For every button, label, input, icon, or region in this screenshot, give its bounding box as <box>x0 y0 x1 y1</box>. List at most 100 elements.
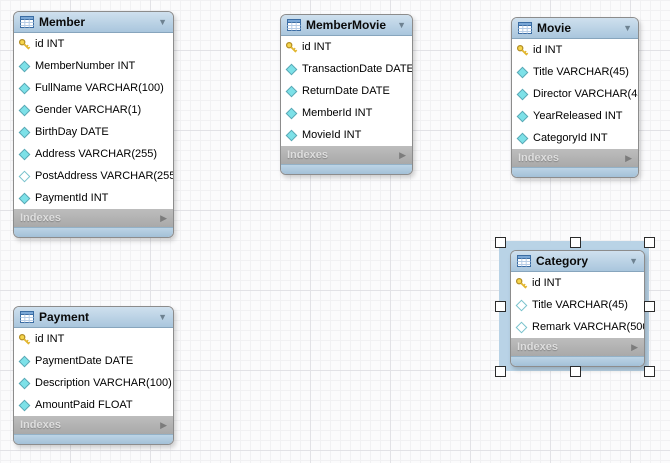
column-text: Description VARCHAR(100) <box>35 377 172 389</box>
selection-handle-bottom-right[interactable] <box>644 366 655 377</box>
diamond-filled-icon <box>18 82 31 95</box>
column-row[interactable]: MemberId INT <box>281 102 412 124</box>
table-membermovie[interactable]: MemberMovie ▼ id INT TransactionDate DAT… <box>280 14 413 175</box>
collapse-arrow-icon[interactable]: ▼ <box>158 311 167 322</box>
selection-handle-bottom-center[interactable] <box>570 366 581 377</box>
table-footer <box>281 164 412 174</box>
column-row[interactable]: id INT <box>281 36 412 58</box>
diamond-filled-icon <box>516 88 529 101</box>
diamond-filled-icon <box>18 104 31 117</box>
column-list: id INT Title VARCHAR(45) Remark VARCHAR(… <box>511 272 644 338</box>
selection-handle-bottom-left[interactable] <box>495 366 506 377</box>
diamond-filled-icon <box>516 110 529 123</box>
column-row[interactable]: MemberNumber INT <box>14 55 173 77</box>
column-row[interactable]: Title VARCHAR(45) <box>511 294 644 316</box>
column-row[interactable]: TransactionDate DATE <box>281 58 412 80</box>
column-text: ReturnDate DATE <box>302 85 390 97</box>
column-row[interactable]: PaymentDate DATE <box>14 350 173 372</box>
column-row[interactable]: Title VARCHAR(45) <box>512 61 638 83</box>
column-text: BirthDay DATE <box>35 126 109 138</box>
key-icon <box>515 277 528 290</box>
column-list: id INT TransactionDate DATE ReturnDate D… <box>281 36 412 146</box>
table-icon <box>20 16 34 28</box>
expand-arrow-icon: ▶ <box>631 341 638 352</box>
indexes-bar[interactable]: Indexes ▶ <box>512 149 638 167</box>
column-row[interactable]: FullName VARCHAR(100) <box>14 77 173 99</box>
column-row[interactable]: CategoryId INT <box>512 127 638 149</box>
column-row[interactable]: Remark VARCHAR(500) <box>511 316 644 338</box>
selection-handle-middle-right[interactable] <box>644 301 655 312</box>
indexes-bar[interactable]: Indexes ▶ <box>511 338 644 356</box>
column-text: MovieId INT <box>302 129 362 141</box>
column-row[interactable]: id INT <box>14 33 173 55</box>
column-row[interactable]: PostAddress VARCHAR(255) <box>14 165 173 187</box>
diamond-filled-icon <box>18 60 31 73</box>
column-text: AmountPaid FLOAT <box>35 399 133 411</box>
column-text: Title VARCHAR(45) <box>532 299 628 311</box>
table-member[interactable]: Member ▼ id INT MemberNumber INT FullNam… <box>13 11 174 238</box>
table-category-header[interactable]: Category ▼ <box>511 251 644 272</box>
column-row[interactable]: BirthDay DATE <box>14 121 173 143</box>
table-footer <box>14 434 173 444</box>
table-movie[interactable]: Movie ▼ id INT Title VARCHAR(45) Directo… <box>511 17 639 178</box>
column-row[interactable]: id INT <box>512 39 638 61</box>
column-row[interactable]: Gender VARCHAR(1) <box>14 99 173 121</box>
table-category[interactable]: Category ▼ id INT Title VARCHAR(45) Rema… <box>510 250 645 367</box>
indexes-label: Indexes <box>20 419 61 431</box>
collapse-arrow-icon[interactable]: ▼ <box>397 19 406 30</box>
key-icon <box>516 44 529 57</box>
table-icon <box>518 22 532 34</box>
table-title: MemberMovie <box>306 18 387 32</box>
column-row[interactable]: Address VARCHAR(255) <box>14 143 173 165</box>
table-footer <box>512 167 638 177</box>
collapse-arrow-icon[interactable]: ▼ <box>623 22 632 33</box>
diamond-filled-icon <box>285 85 298 98</box>
diamond-filled-icon <box>18 355 31 368</box>
table-footer <box>14 227 173 237</box>
indexes-bar[interactable]: Indexes ▶ <box>281 146 412 164</box>
table-icon <box>20 311 34 323</box>
selection-handle-top-left[interactable] <box>495 237 506 248</box>
column-row[interactable]: AmountPaid FLOAT <box>14 394 173 416</box>
column-row[interactable]: id INT <box>14 328 173 350</box>
selection-handle-top-right[interactable] <box>644 237 655 248</box>
column-text: FullName VARCHAR(100) <box>35 82 164 94</box>
column-text: MemberNumber INT <box>35 60 136 72</box>
column-row[interactable]: MovieId INT <box>281 124 412 146</box>
key-icon <box>285 41 298 54</box>
column-text: YearReleased INT <box>533 110 623 122</box>
expand-arrow-icon: ▶ <box>399 149 406 160</box>
column-text: id INT <box>533 44 563 56</box>
column-text: Title VARCHAR(45) <box>533 66 629 78</box>
column-row[interactable]: PaymentId INT <box>14 187 173 209</box>
column-text: PaymentDate DATE <box>35 355 134 367</box>
column-row[interactable]: id INT <box>511 272 644 294</box>
table-icon <box>287 19 301 31</box>
column-row[interactable]: Director VARCHAR(45) <box>512 83 638 105</box>
diamond-filled-icon <box>285 63 298 76</box>
table-membermovie-header[interactable]: MemberMovie ▼ <box>281 15 412 36</box>
collapse-arrow-icon[interactable]: ▼ <box>158 16 167 27</box>
indexes-label: Indexes <box>518 152 559 164</box>
selection-handle-top-center[interactable] <box>570 237 581 248</box>
column-list: id INT PaymentDate DATE Description VARC… <box>14 328 173 416</box>
table-title: Category <box>536 254 589 268</box>
column-row[interactable]: ReturnDate DATE <box>281 80 412 102</box>
table-movie-header[interactable]: Movie ▼ <box>512 18 638 39</box>
column-list: id INT Title VARCHAR(45) Director VARCHA… <box>512 39 638 149</box>
selection-handle-middle-left[interactable] <box>495 301 506 312</box>
column-row[interactable]: Description VARCHAR(100) <box>14 372 173 394</box>
column-row[interactable]: YearReleased INT <box>512 105 638 127</box>
collapse-arrow-icon[interactable]: ▼ <box>629 255 638 266</box>
table-member-header[interactable]: Member ▼ <box>14 12 173 33</box>
indexes-bar[interactable]: Indexes ▶ <box>14 416 173 434</box>
column-text: id INT <box>532 277 562 289</box>
column-text: id INT <box>35 333 65 345</box>
table-payment[interactable]: Payment ▼ id INT PaymentDate DATE Descri… <box>13 306 174 445</box>
table-footer <box>511 356 644 366</box>
table-payment-header[interactable]: Payment ▼ <box>14 307 173 328</box>
column-text: TransactionDate DATE <box>302 63 412 75</box>
column-text: Address VARCHAR(255) <box>35 148 158 160</box>
indexes-bar[interactable]: Indexes ▶ <box>14 209 173 227</box>
